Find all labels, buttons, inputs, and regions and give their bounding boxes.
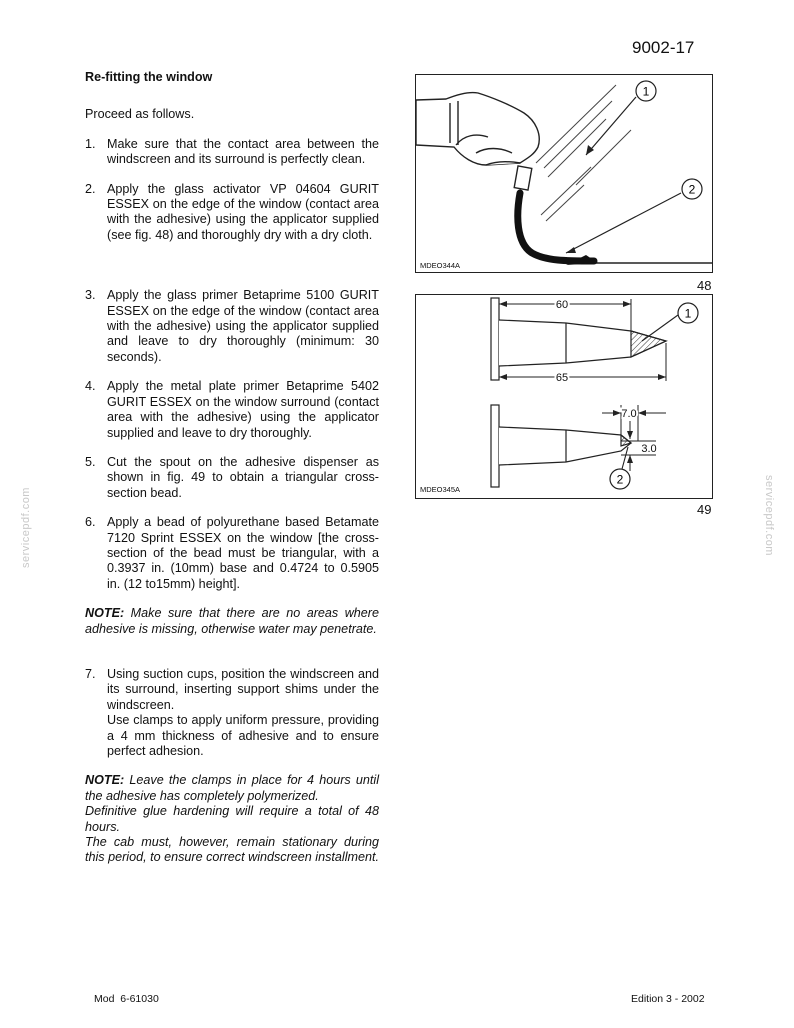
- figure-49-number: 49: [697, 502, 712, 517]
- note-text-line-2: Definitive glue hardening will require a…: [85, 804, 379, 834]
- applicator-icon: [513, 165, 598, 265]
- svg-text:1: 1: [643, 85, 650, 99]
- step-number: 7.: [85, 666, 96, 681]
- step-number: 5.: [85, 454, 96, 469]
- step-7: 7. Using suction cups, position the wind…: [85, 667, 379, 759]
- step-number: 3.: [85, 288, 96, 303]
- step-text: Make sure that the contact area between …: [107, 136, 379, 167]
- step-text: Apply the metal plate primer Betaprime 5…: [107, 379, 379, 440]
- callout-1: 1: [635, 80, 657, 102]
- step-1: 1. Make sure that the contact area betwe…: [85, 137, 379, 168]
- hand-icon: [415, 91, 540, 166]
- figure-48-number: 48: [697, 278, 712, 293]
- watermark-left: servicepdf.com: [20, 487, 32, 568]
- note-label: NOTE:: [85, 773, 125, 788]
- callout-2: 2: [681, 178, 703, 200]
- steps-list-continued: 7. Using suction cups, position the wind…: [85, 667, 379, 759]
- step-5: 5. Cut the spout on the adhesive dispens…: [85, 455, 379, 501]
- step-3: 3. Apply the glass primer Betaprime 5100…: [85, 288, 379, 365]
- figure-48-illustration: 1 2: [415, 80, 712, 265]
- figure-48-code: MDEO344A: [420, 261, 461, 270]
- step-number: 6.: [85, 515, 96, 530]
- figure-49-frame: 60 65 1 7.0 3.0: [415, 294, 713, 499]
- figure-49-code: MDEO345A: [420, 485, 461, 494]
- nozzle-full: [490, 297, 668, 381]
- step-text-continued: Use clamps to apply uniform pressure, pr…: [107, 713, 379, 758]
- step-4: 4. Apply the metal plate primer Betaprim…: [85, 379, 379, 441]
- note-2: NOTE: Leave the clamps in place for 4 ho…: [85, 773, 379, 865]
- svg-text:1: 1: [685, 307, 692, 321]
- watermark-right: servicepdf.com: [763, 475, 775, 556]
- step-number: 4.: [85, 379, 96, 394]
- dimension-7-0: 7.0: [621, 408, 636, 420]
- step-text: Using suction cups, position the windscr…: [107, 666, 379, 712]
- step-text: Cut the spout on the adhesive dispenser …: [107, 454, 379, 500]
- footer-edition: Edition 3 - 2002: [631, 993, 705, 1005]
- step-6: 6. Apply a bead of polyurethane based Be…: [85, 515, 379, 592]
- dimension-60: 60: [556, 299, 568, 311]
- steps-list: 1. Make sure that the contact area betwe…: [85, 137, 379, 592]
- step-text: Apply the glass activator VP 04604 GURIT…: [107, 181, 379, 242]
- svg-text:2: 2: [617, 473, 624, 487]
- callout-1: 1: [677, 302, 699, 324]
- nozzle-cut: [490, 404, 633, 488]
- page-number: 9002-17: [632, 38, 695, 57]
- note-text: Leave the clamps in place for 4 hours un…: [85, 773, 380, 803]
- step-number: 1.: [85, 136, 96, 151]
- note-text: Make sure that there are no areas where …: [85, 606, 380, 636]
- footer-model: Mod 6-61030: [94, 993, 159, 1005]
- figure-48-frame: 1 2 MDEO344A: [415, 74, 713, 273]
- note-1: NOTE: Make sure that there are no areas …: [85, 606, 379, 637]
- note-label: NOTE:: [85, 606, 125, 621]
- figure-49-illustration: 60 65 1 7.0 3.0: [490, 297, 699, 490]
- instructions-column: Re-fitting the window Proceed as follows…: [85, 70, 379, 866]
- svg-text:2: 2: [689, 183, 696, 197]
- intro-text: Proceed as follows.: [85, 107, 195, 122]
- dimension-65: 65: [556, 372, 568, 384]
- note-text-line-3: The cab must, however, remain stationary…: [85, 835, 379, 865]
- step-text: Apply a bead of polyurethane based Betam…: [107, 515, 379, 591]
- callout-2: 2: [609, 468, 631, 490]
- step-2: 2. Apply the glass activator VP 04604 GU…: [85, 182, 379, 244]
- window-glass: [535, 84, 632, 222]
- step-text: Apply the glass primer Betaprime 5100 GU…: [107, 288, 379, 364]
- section-title: Re-fitting the window: [85, 70, 213, 84]
- dimension-3-0: 3.0: [641, 443, 656, 455]
- step-number: 2.: [85, 181, 96, 196]
